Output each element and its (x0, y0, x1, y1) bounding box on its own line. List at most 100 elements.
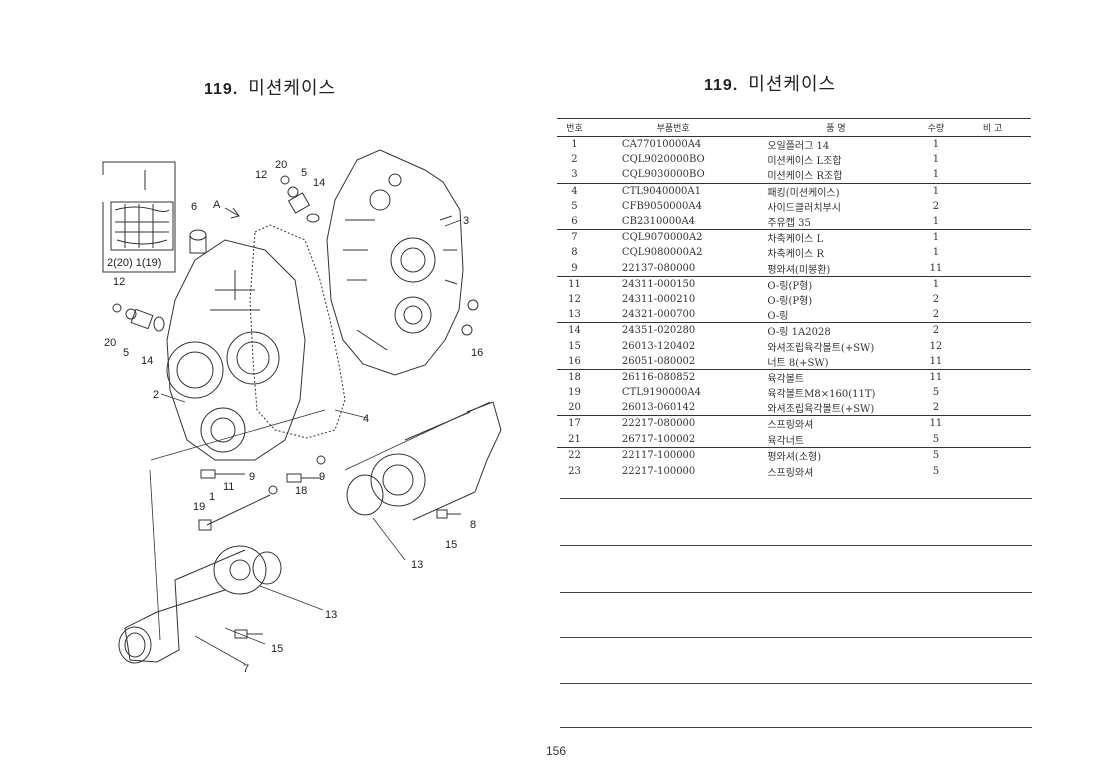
row-part-number: 24311-000210 (621, 293, 696, 305)
row-remark (954, 199, 1031, 214)
row-remark (954, 137, 1031, 153)
callout: 20 (275, 159, 287, 171)
row-part-name: 육각너트 (767, 435, 805, 447)
row-part-number: CTL9040000A1 (591, 182, 756, 199)
row-remark (954, 275, 1031, 292)
row-part-number: CQL9020000BO (621, 154, 705, 166)
row-quantity: 1 (917, 229, 955, 246)
callout: 3 (463, 215, 469, 227)
row-part-name: 스프링와셔 (767, 467, 814, 479)
blank-row-line (560, 545, 1032, 546)
callout: 9 (319, 471, 325, 483)
callout: 15 (271, 643, 283, 655)
row-part-name: O-링 1A2028 (755, 322, 918, 339)
row-part-number: 26717-100002 (621, 433, 696, 445)
row-part-name: 미션케이스 R조합 (767, 171, 843, 183)
callout: 13 (325, 609, 337, 621)
row-remark (954, 152, 1031, 167)
callout: 7 (243, 663, 249, 675)
row-part-number: 26116-080852 (591, 368, 756, 385)
callout: 12 (255, 169, 267, 181)
row-part-number: 22217-100000 (621, 465, 696, 477)
callout: 16 (471, 347, 483, 359)
callout: 20 (104, 337, 116, 349)
row-remark (954, 229, 1031, 246)
row-part-name: 패킹(미션케이스) (755, 182, 918, 199)
row-part-number: 26013-120402 (621, 340, 696, 352)
row-part-number: CA77010000A4 (621, 139, 702, 151)
row-part-name: 와셔조립육각볼트(+SW) (767, 404, 875, 416)
row-quantity: 2 (932, 309, 940, 321)
right-title-number: 119. (704, 77, 739, 94)
callout: 13 (411, 559, 423, 571)
row-part-number: 22137-080000 (621, 262, 696, 274)
right-title-text: 미션케이스 (748, 74, 837, 95)
callout: 18 (295, 485, 307, 497)
header-name: 품 명 (755, 118, 918, 137)
row-part-name: 차축케이스 L (755, 229, 918, 246)
row-number: 13 (568, 309, 581, 321)
row-number: 3 (571, 169, 578, 181)
callout: 5 (301, 167, 307, 179)
row-quantity: 2 (932, 402, 940, 414)
row-number: 18 (557, 368, 592, 385)
row-part-number: CB2310000A4 (621, 216, 696, 228)
exploded-parts-diagram: 2(20) 1(19) A (102, 149, 502, 675)
callout: 1 (209, 491, 215, 503)
row-quantity: 1 (917, 182, 955, 199)
row-remark (954, 307, 1031, 323)
row-part-name: 육각볼트 (755, 368, 918, 385)
row-part-number: CTL9190000A4 (621, 387, 702, 399)
row-quantity: 11 (917, 368, 955, 385)
row-number: 15 (568, 340, 581, 352)
page-number: 156 (546, 744, 567, 758)
callout: 14 (141, 355, 153, 367)
row-quantity: 1 (932, 216, 940, 228)
left-title-number: 119. (204, 81, 239, 98)
row-part-number: CQL9030000BO (621, 169, 705, 181)
row-part-name: 사이드클러치부시 (767, 202, 841, 214)
row-quantity: 12 (929, 340, 943, 352)
row-remark (954, 182, 1031, 199)
row-number: 23 (568, 465, 581, 477)
row-part-name: 주유캡 35 (767, 218, 811, 230)
row-number: 14 (557, 322, 592, 339)
case-gasket (249, 224, 346, 439)
row-quantity: 11 (929, 262, 943, 274)
row-number: 9 (571, 262, 578, 274)
row-part-number: 26013-060142 (621, 402, 696, 414)
row-remark (954, 167, 1031, 183)
row-remark (954, 415, 1031, 432)
row-remark (954, 464, 1031, 479)
row-number: 2 (571, 154, 578, 166)
row-number: 20 (568, 402, 581, 414)
right-mission-case (326, 149, 464, 376)
row-part-name: 미션케이스 L조합 (767, 156, 842, 168)
leader-lines (149, 219, 491, 665)
row-number: 5 (571, 200, 578, 212)
row-number: 11 (557, 275, 592, 292)
row-remark (954, 400, 1031, 416)
right-page-title: 119. 미션케이스 (704, 70, 836, 96)
row-quantity: 1 (917, 275, 955, 292)
table-row: 20 26013-060142 와셔조립육각볼트(+SW) 2 (557, 400, 1031, 416)
callout: 15 (445, 539, 457, 551)
row-quantity: 2 (932, 293, 940, 305)
header-part-number: 부품번호 (591, 118, 756, 137)
row-quantity: 1 (932, 139, 940, 151)
callout: 8 (470, 519, 476, 531)
header-no: 번호 (557, 118, 592, 137)
